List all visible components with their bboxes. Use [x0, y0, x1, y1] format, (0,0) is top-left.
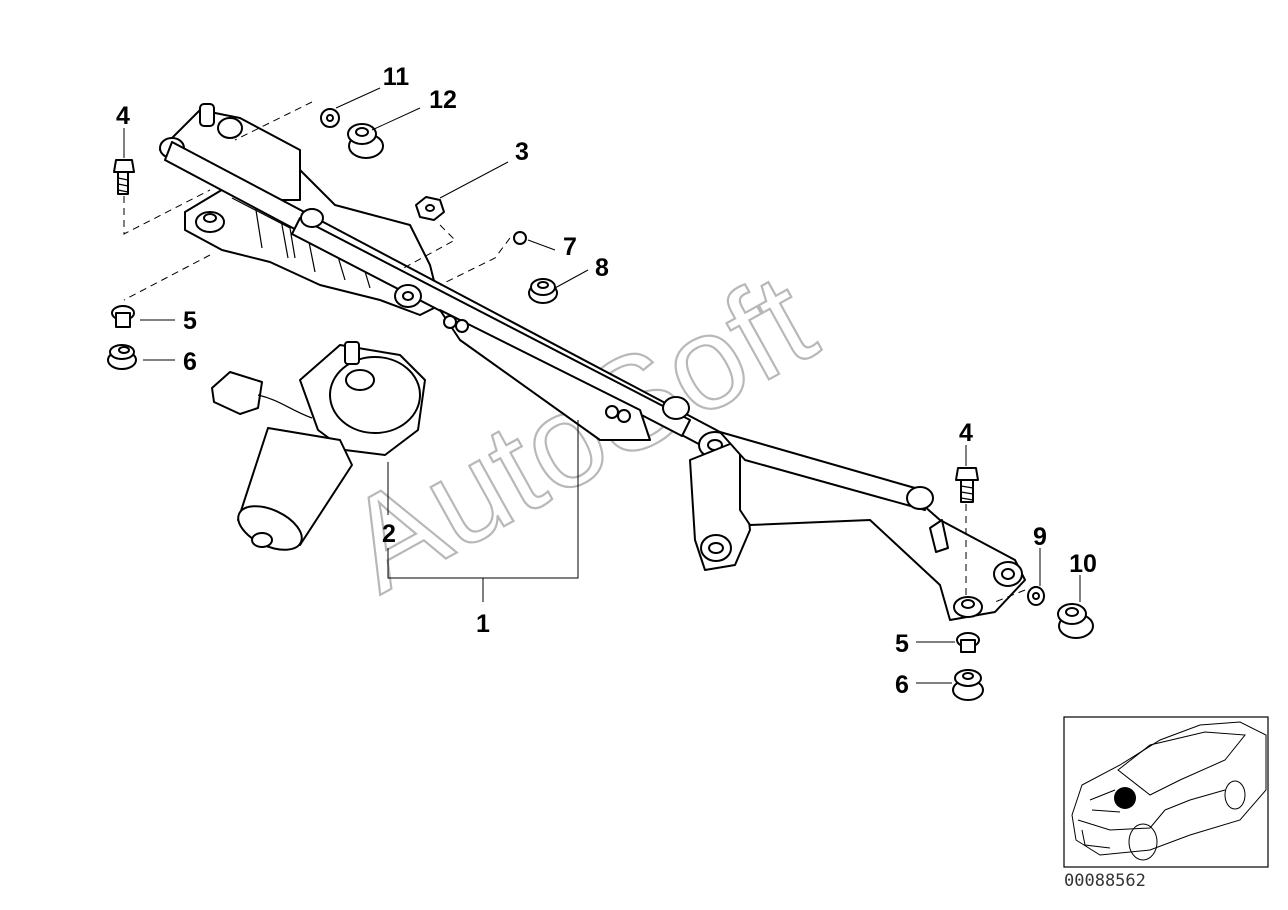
callout-5-right: 5 [895, 630, 909, 658]
callout-10: 10 [1069, 550, 1097, 578]
callout-6-left: 6 [183, 348, 197, 376]
callout-1: 1 [476, 610, 490, 638]
wiper-motor [211, 341, 426, 551]
callout-2: 2 [382, 520, 396, 548]
hardware-parts [107, 108, 1094, 701]
locator-inset [1063, 716, 1269, 868]
callout-8: 8 [595, 254, 609, 282]
callout-5-left: 5 [183, 307, 197, 335]
callout-labels: 1 2 3 4 4 5 5 6 6 7 8 9 10 11 12 [116, 63, 1097, 699]
leader-lines [123, 87, 1081, 684]
callout-12: 12 [429, 86, 457, 114]
callout-3: 3 [515, 138, 529, 166]
car-locator-icon [1071, 721, 1267, 861]
callout-4-left: 4 [116, 102, 130, 130]
callout-4-right: 4 [959, 419, 973, 447]
location-marker [1114, 787, 1136, 809]
callout-9: 9 [1033, 523, 1047, 551]
callout-11: 11 [383, 63, 410, 91]
wiper-linkage-frame [159, 103, 1026, 621]
callout-6-right: 6 [895, 671, 909, 699]
reference-number: 00088562 [1064, 871, 1146, 891]
callout-7: 7 [563, 233, 577, 261]
